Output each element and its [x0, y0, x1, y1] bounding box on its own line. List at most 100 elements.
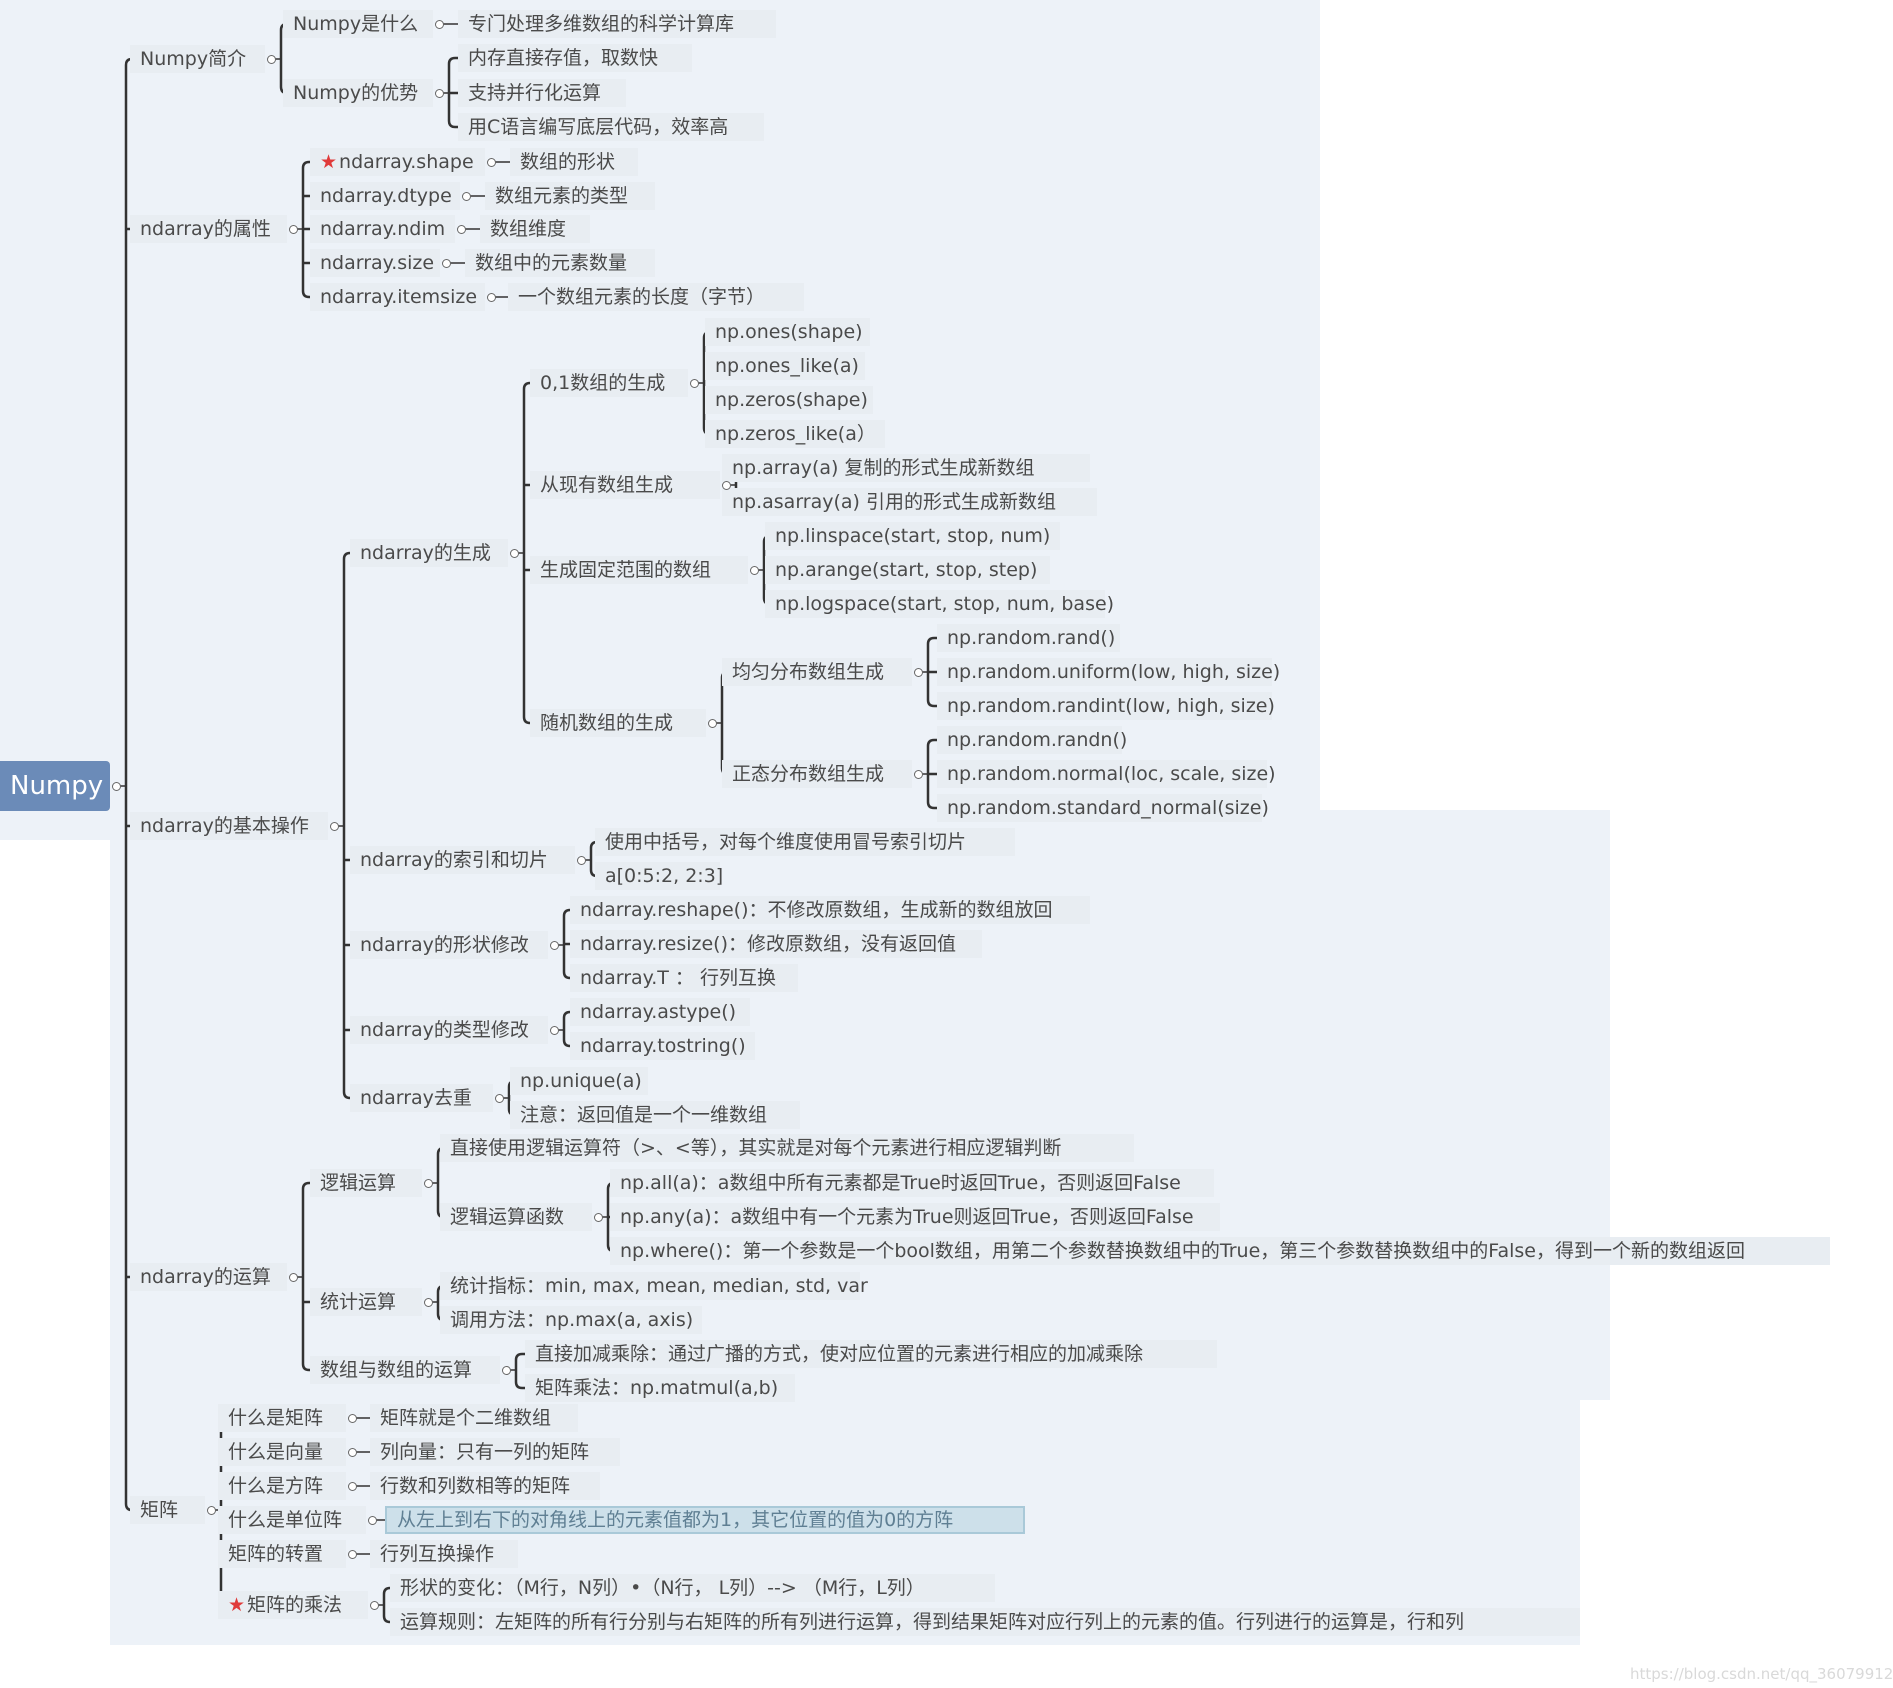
node-adv1[interactable]: 内存直接存值，取数快 [458, 44, 692, 72]
collapse-toggle-icon[interactable] [111, 781, 121, 791]
node-stat[interactable]: 统计运算 [310, 1288, 422, 1316]
node-uniform[interactable]: np.random.uniform(low, high, size) [937, 658, 1280, 686]
node-np-array[interactable]: np.array(a) 复制的形式生成新数组 [722, 454, 1090, 482]
node-tostring[interactable]: ndarray.tostring() [570, 1032, 755, 1060]
node-type-grp[interactable]: ndarray的类型修改 [350, 1016, 548, 1044]
collapse-toggle-icon[interactable] [369, 1600, 379, 1610]
node-linspace[interactable]: np.linspace(start, stop, num) [765, 522, 1060, 550]
node-np-any[interactable]: np.any(a)：a数组中有一个元素为True则返回True，否则返回Fals… [610, 1203, 1220, 1231]
node-itemsize-desc[interactable]: 一个数组元素的长度（字节） [508, 283, 804, 311]
node-zeros-like[interactable]: np.zeros_like(a） [705, 420, 885, 448]
node-random[interactable]: 随机数组的生成 [530, 709, 706, 737]
collapse-toggle-icon[interactable] [367, 1515, 377, 1525]
node-logic-func[interactable]: 逻辑运算函数 [440, 1203, 592, 1231]
node-index1[interactable]: 使用中括号，对每个维度使用冒号索引切片 [595, 828, 1015, 856]
node-randn[interactable]: np.random.randn() [937, 726, 1127, 754]
node-astype[interactable]: ndarray.astype() [570, 998, 750, 1026]
node-vec[interactable]: 什么是向量 [218, 1438, 346, 1466]
node-dtype-desc[interactable]: 数组元素的类型 [485, 182, 655, 210]
node-ndim-desc[interactable]: 数组维度 [480, 215, 590, 243]
node-trans-d[interactable]: 行列互换操作 [370, 1540, 518, 1568]
node-ones-like[interactable]: np.ones_like(a) [705, 352, 865, 380]
node-randint[interactable]: np.random.randint(low, high, size) [937, 692, 1275, 720]
node-ndim[interactable]: ndarray.ndim [310, 215, 455, 243]
node-rand[interactable]: np.random.rand() [937, 624, 1120, 652]
collapse-toggle-icon[interactable] [549, 1025, 559, 1035]
node-trans[interactable]: 矩阵的转置 [218, 1540, 346, 1568]
collapse-toggle-icon[interactable] [347, 1481, 357, 1491]
node-normal[interactable]: np.random.normal(loc, scale, size) [937, 760, 1276, 788]
node-adv[interactable]: Numpy的优势 [283, 79, 433, 107]
node-from-exist[interactable]: 从现有数组生成 [530, 471, 720, 499]
node-index[interactable]: ndarray的索引和切片 [350, 846, 575, 874]
node-zeros[interactable]: np.zeros(shape) [705, 386, 873, 414]
node-square-d[interactable]: 行数和列数相等的矩阵 [370, 1472, 600, 1500]
node-mult2[interactable]: 运算规则：左矩阵的所有行分别与右矩阵的所有列进行运算，得到结果矩阵对应行列上的元… [390, 1608, 1580, 1636]
node-stat1[interactable]: 统计指标：min, max, mean, median, std, var [440, 1272, 868, 1300]
node-logic[interactable]: 逻辑运算 [310, 1169, 422, 1197]
node-unique-note[interactable]: 注意：返回值是一个一维数组 [510, 1101, 800, 1129]
node-what-desc[interactable]: 专门处理多维数组的科学计算库 [458, 10, 776, 38]
node-itemsize[interactable]: ndarray.itemsize [310, 283, 485, 311]
node-ident-d[interactable]: 从左上到右下的对角线上的元素值都为1，其它位置的值为0的方阵 [385, 1506, 1025, 1534]
node-range[interactable]: 生成固定范围的数组 [530, 556, 748, 584]
node-np-where[interactable]: np.where()：第一个参数是一个bool数组，用第二个参数替换数组中的Tr… [610, 1237, 1830, 1265]
node-vec-d[interactable]: 列向量：只有一列的矩阵 [370, 1438, 620, 1466]
node-shape-desc[interactable]: 数组的形状 [510, 148, 638, 176]
collapse-toggle-icon[interactable] [288, 224, 298, 234]
node-gen[interactable]: ndarray的生成 [350, 539, 508, 567]
node-size-desc[interactable]: 数组中的元素数量 [465, 249, 655, 277]
node-mult[interactable]: ★矩阵的乘法 [218, 1591, 368, 1619]
node-gen01[interactable]: 0,1数组的生成 [530, 369, 688, 397]
node-logic-op[interactable]: 直接使用逻辑运算符（>、<等），其实就是对每个元素进行相应逻辑判断 [440, 1134, 1134, 1162]
node-reshape-grp[interactable]: ndarray的形状修改 [350, 931, 548, 959]
node-reshape[interactable]: ndarray.reshape()：不修改原数组，生成新的数组放回 [570, 896, 1090, 924]
node-mult1[interactable]: 形状的变化：（M行，N列）•（N行， L列）--> （M行，L列） [390, 1574, 995, 1602]
node-arange[interactable]: np.arange(start, stop, step) [765, 556, 1050, 584]
node-basic[interactable]: ndarray的基本操作 [130, 812, 328, 840]
node-std-normal[interactable]: np.random.standard_normal(size) [937, 794, 1269, 822]
collapse-toggle-icon[interactable] [461, 191, 471, 201]
node-ident[interactable]: 什么是单位阵 [218, 1506, 366, 1534]
collapse-toggle-icon[interactable] [423, 1297, 433, 1307]
collapse-toggle-icon[interactable] [456, 224, 466, 234]
node-dedup[interactable]: ndarray去重 [350, 1084, 493, 1112]
collapse-toggle-icon[interactable] [549, 940, 559, 950]
collapse-toggle-icon[interactable] [423, 1178, 433, 1188]
collapse-toggle-icon[interactable] [721, 480, 731, 490]
node-index2[interactable]: a[0:5:2, 2:3] [595, 862, 723, 890]
node-normal-gen[interactable]: 正态分布数组生成 [722, 760, 912, 788]
node-intro[interactable]: Numpy简介 [130, 45, 265, 73]
collapse-toggle-icon[interactable] [707, 718, 717, 728]
root-node[interactable]: Numpy [0, 761, 110, 811]
node-m-what-d[interactable]: 矩阵就是个二维数组 [370, 1404, 578, 1432]
node-adv2[interactable]: 支持并行化运算 [458, 79, 626, 107]
collapse-toggle-icon[interactable] [347, 1549, 357, 1559]
collapse-toggle-icon[interactable] [749, 565, 759, 575]
collapse-toggle-icon[interactable] [913, 667, 923, 677]
collapse-toggle-icon[interactable] [509, 548, 519, 558]
node-np-all[interactable]: np.all(a)：a数组中所有元素都是True时返回True，否则返回Fals… [610, 1169, 1214, 1197]
node-ones[interactable]: np.ones(shape) [705, 318, 870, 346]
node-size[interactable]: ndarray.size [310, 249, 440, 277]
collapse-toggle-icon[interactable] [913, 769, 923, 779]
collapse-toggle-icon[interactable] [206, 1505, 216, 1515]
collapse-toggle-icon[interactable] [266, 54, 276, 64]
node-uniform-gen[interactable]: 均匀分布数组生成 [722, 658, 912, 686]
node-shape[interactable]: ★ndarray.shape [310, 148, 485, 176]
collapse-toggle-icon[interactable] [501, 1365, 511, 1375]
node-dtype[interactable]: ndarray.dtype [310, 182, 460, 210]
node-arr-ops[interactable]: 数组与数组的运算 [310, 1356, 500, 1384]
node-unique[interactable]: np.unique(a) [510, 1067, 648, 1095]
node-resize[interactable]: ndarray.resize()：修改原数组，没有返回值 [570, 930, 982, 958]
node-attr[interactable]: ndarray的属性 [130, 215, 287, 243]
node-transpose[interactable]: ndarray.T ： 行列互换 [570, 964, 798, 992]
collapse-toggle-icon[interactable] [441, 258, 451, 268]
node-arr1[interactable]: 直接加减乘除：通过广播的方式，使对应位置的元素进行相应的加减乘除 [525, 1340, 1217, 1368]
collapse-toggle-icon[interactable] [347, 1413, 357, 1423]
collapse-toggle-icon[interactable] [486, 157, 496, 167]
node-adv3[interactable]: 用C语言编写底层代码，效率高 [458, 113, 764, 141]
node-matrix[interactable]: 矩阵 [130, 1496, 205, 1524]
collapse-toggle-icon[interactable] [593, 1212, 603, 1222]
collapse-toggle-icon[interactable] [434, 88, 444, 98]
